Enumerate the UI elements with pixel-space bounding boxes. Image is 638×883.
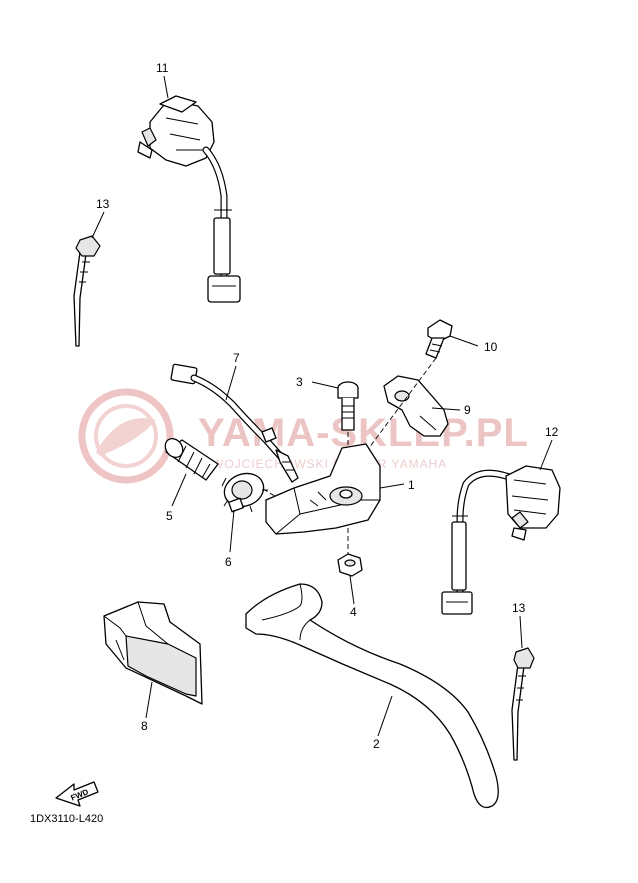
callout-6: 6 xyxy=(225,555,232,569)
callout-11: 11 xyxy=(156,61,169,75)
part-adjuster[interactable] xyxy=(162,435,219,481)
callout-labels: 11 13 10 7 3 9 12 1 5 6 4 8 2 13 xyxy=(96,61,559,751)
fwd-arrow-icon: FWD xyxy=(55,781,99,807)
part-nut[interactable] xyxy=(337,553,363,577)
callout-13-lower: 13 xyxy=(512,601,526,615)
callout-7: 7 xyxy=(233,351,240,365)
part-bolt[interactable] xyxy=(425,319,453,359)
callout-1: 1 xyxy=(408,478,415,492)
callout-9: 9 xyxy=(464,403,471,417)
part-cable-tie-upper[interactable] xyxy=(73,235,101,347)
callout-10: 10 xyxy=(484,340,498,354)
part-adjuster-nut[interactable] xyxy=(220,468,269,513)
watermark: YAMA-SKLEP.PL WOJCIECHOWSKI DEALER YAMAH… xyxy=(78,388,528,484)
part-lever-holder[interactable] xyxy=(265,443,381,535)
callout-4: 4 xyxy=(350,605,357,619)
part-lever[interactable] xyxy=(245,583,499,809)
callout-8: 8 xyxy=(141,719,148,733)
callout-3: 3 xyxy=(296,375,303,389)
callout-12: 12 xyxy=(545,425,559,439)
callout-13-upper: 13 xyxy=(96,197,110,211)
part-clutch-switch[interactable] xyxy=(170,363,299,483)
part-handlebar-switch-left[interactable] xyxy=(137,95,241,303)
leader-lines xyxy=(91,75,553,737)
part-handlebar-switch-right[interactable] xyxy=(441,465,561,615)
part-pivot-bolt[interactable] xyxy=(337,381,359,431)
watermark-logo xyxy=(78,388,174,484)
part-cable-tie-lower[interactable] xyxy=(511,647,535,761)
part-lever-guard[interactable] xyxy=(103,601,203,705)
callout-2: 2 xyxy=(373,737,380,751)
watermark-subtext: WOJCIECHOWSKI DEALER YAMAHA xyxy=(212,457,447,471)
diagram-code: 1DX3110-L420 xyxy=(30,813,103,825)
callout-5: 5 xyxy=(166,509,173,523)
